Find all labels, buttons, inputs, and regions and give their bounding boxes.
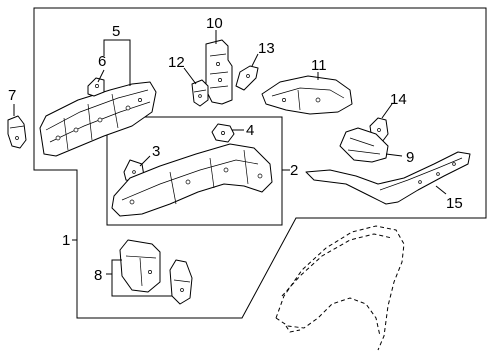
callout-12: 12 bbox=[168, 54, 185, 71]
callout-7: 7 bbox=[8, 87, 16, 104]
leader-lines bbox=[13, 30, 447, 297]
callout-3: 3 bbox=[152, 143, 160, 160]
part-2-inner-rail bbox=[111, 143, 273, 217]
callout-5: 5 bbox=[112, 23, 120, 40]
callout-4: 4 bbox=[246, 122, 254, 139]
part-8-bracket-upper bbox=[119, 239, 161, 293]
fender-outline bbox=[275, 225, 405, 351]
part-6-bracket bbox=[87, 77, 105, 97]
part-11-wheelhouse-panel bbox=[261, 75, 353, 115]
part-12-bracket bbox=[191, 79, 209, 107]
assembly-boundary-outline bbox=[33, 7, 487, 319]
callout-10: 10 bbox=[206, 15, 223, 32]
callout-13: 13 bbox=[258, 40, 275, 57]
callout-6: 6 bbox=[98, 53, 106, 70]
part-5-apron-rail bbox=[39, 81, 157, 157]
part-8-bracket-lower bbox=[169, 259, 193, 305]
part-4-bracket bbox=[211, 123, 235, 143]
callout-11: 11 bbox=[311, 57, 327, 74]
part-15-long-rail bbox=[305, 151, 471, 205]
part-10-reinforcement bbox=[205, 39, 233, 105]
sub-assembly-box bbox=[106, 116, 283, 226]
callout-14: 14 bbox=[390, 91, 407, 108]
callout-2: 2 bbox=[290, 162, 298, 179]
callout-15: 15 bbox=[446, 195, 463, 212]
part-9-mount bbox=[339, 127, 389, 163]
callout-1: 1 bbox=[62, 232, 70, 249]
part-7-bracket bbox=[7, 115, 27, 149]
part-13-bracket bbox=[235, 65, 259, 91]
callout-8: 8 bbox=[94, 267, 102, 284]
callout-9: 9 bbox=[406, 149, 414, 166]
